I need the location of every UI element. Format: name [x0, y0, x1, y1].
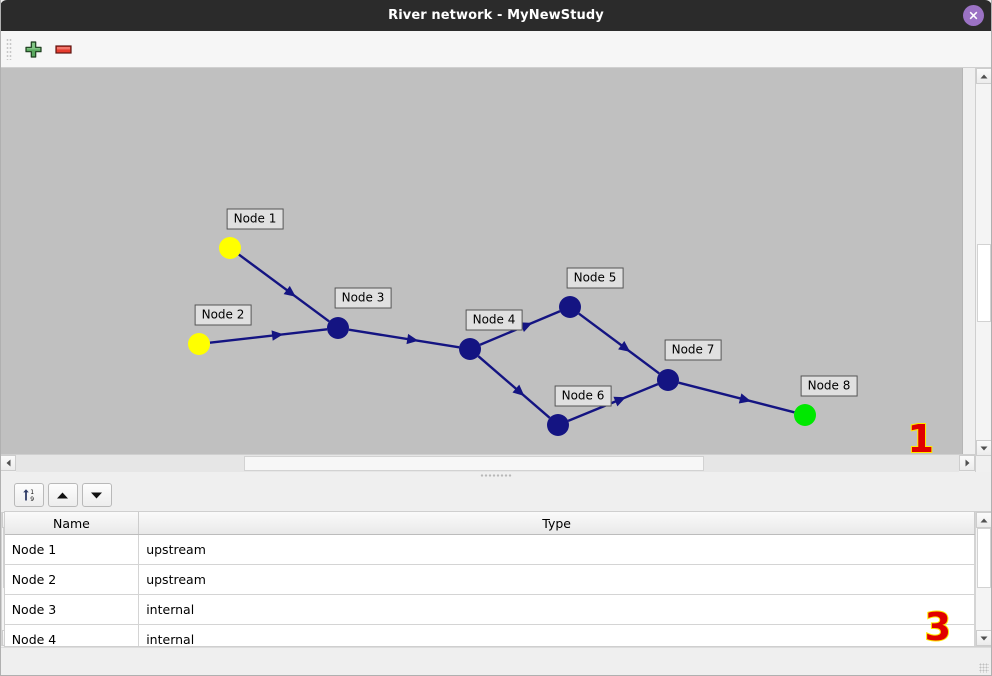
toolbar-grip[interactable]: [6, 38, 12, 60]
remove-node-icon[interactable]: [48, 35, 78, 63]
add-node-icon[interactable]: [18, 35, 48, 63]
graph-node[interactable]: [327, 317, 349, 339]
horizontal-scroll-thumb[interactable]: [244, 456, 704, 471]
edge-arrow-icon: [519, 322, 533, 332]
table-cell[interactable]: upstream: [138, 564, 976, 595]
graph-node[interactable]: [459, 338, 481, 360]
table-cell[interactable]: Node 1: [4, 534, 140, 565]
scroll-up-icon[interactable]: [976, 68, 992, 84]
scroll-corner: [976, 456, 992, 472]
svg-text:1: 1: [30, 489, 34, 496]
graph-node-label[interactable]: Node 5: [566, 267, 624, 289]
scroll-left-icon[interactable]: [0, 455, 16, 471]
nodes-scroll-down-icon[interactable]: [976, 630, 992, 646]
graph-node-label[interactable]: Node 8: [800, 375, 858, 397]
svg-text:9: 9: [30, 496, 34, 503]
edge-arrow-icon: [406, 333, 419, 345]
network-canvas[interactable]: Node 1 Node 2 Node 3 Node 4 Node 5 Node 6 Node…: [0, 68, 963, 454]
graph-node-label[interactable]: Node 6: [554, 385, 612, 407]
canvas-horizontal-scrollbar[interactable]: [0, 454, 975, 472]
graph-node[interactable]: [794, 404, 816, 426]
nodes-vertical-scrollbar[interactable]: [975, 512, 992, 646]
column-header[interactable]: Type: [138, 512, 976, 535]
graph-edge[interactable]: [578, 312, 660, 375]
sort-icon[interactable]: 1 9: [13, 483, 44, 507]
table-cell[interactable]: upstream: [138, 534, 976, 565]
close-icon[interactable]: [963, 5, 984, 26]
title-bar: River network - MyNewStudy: [0, 0, 992, 31]
graph-node[interactable]: [559, 296, 581, 318]
resize-grip[interactable]: [979, 663, 989, 673]
graph-node[interactable]: [219, 237, 241, 259]
graph-edge[interactable]: [477, 355, 551, 419]
graph-edge[interactable]: [209, 328, 328, 344]
vertical-scroll-track[interactable]: [976, 84, 992, 440]
edge-arrow-icon: [512, 384, 525, 396]
edge-arrow-icon: [738, 393, 752, 404]
canvas-vertical-scrollbar[interactable]: [975, 68, 992, 472]
graph-node[interactable]: [657, 369, 679, 391]
nodes-scroll-up-icon[interactable]: [976, 512, 992, 528]
edge-layer: [209, 253, 795, 422]
nodes-scroll-track[interactable]: [976, 528, 992, 630]
table-cell[interactable]: Node 3: [4, 594, 140, 625]
graph-edge[interactable]: [348, 328, 460, 349]
graph-node[interactable]: [188, 333, 210, 355]
graph-view: Node 1 Node 2 Node 3 Node 4 Node 5 Node 6 Node…: [0, 68, 992, 472]
table-cell[interactable]: internal: [138, 594, 976, 625]
graph-edge[interactable]: [238, 253, 330, 323]
column-header[interactable]: Name: [4, 512, 140, 535]
edge-arrow-icon: [271, 330, 284, 341]
splitter-grip: [480, 474, 512, 477]
table-cell[interactable]: internal: [138, 624, 976, 646]
status-bar: [0, 647, 992, 676]
move-up-icon[interactable]: [47, 483, 78, 507]
nodes-toolbar: 1 9: [4, 479, 992, 511]
graph-node-label[interactable]: Node 3: [334, 287, 392, 309]
table-cell[interactable]: Node 4: [4, 624, 140, 646]
graph-node-label[interactable]: Node 2: [194, 304, 252, 326]
graph-node-label[interactable]: Node 4: [465, 309, 523, 331]
window-title: River network - MyNewStudy: [388, 8, 604, 23]
graph-node[interactable]: [547, 414, 569, 436]
vertical-scroll-thumb[interactable]: [977, 244, 991, 322]
table-cell[interactable]: Node 2: [4, 564, 140, 595]
horizontal-scroll-track[interactable]: [16, 455, 959, 472]
graph-node-label[interactable]: Node 1: [226, 208, 284, 230]
nodes-scroll-thumb[interactable]: [977, 528, 992, 588]
edge-arrow-icon: [618, 340, 631, 352]
horizontal-splitter[interactable]: [0, 472, 992, 479]
edge-arrow-icon: [613, 396, 626, 407]
graph-node-label[interactable]: Node 7: [664, 339, 722, 361]
edge-arrow-icon: [283, 285, 296, 297]
graph-edge[interactable]: [678, 381, 795, 414]
scroll-right-icon[interactable]: [959, 455, 975, 471]
scroll-down-icon[interactable]: [976, 440, 992, 456]
main-toolbar: [0, 31, 992, 68]
graph-edge[interactable]: [567, 383, 659, 422]
move-down-icon[interactable]: [81, 483, 112, 507]
